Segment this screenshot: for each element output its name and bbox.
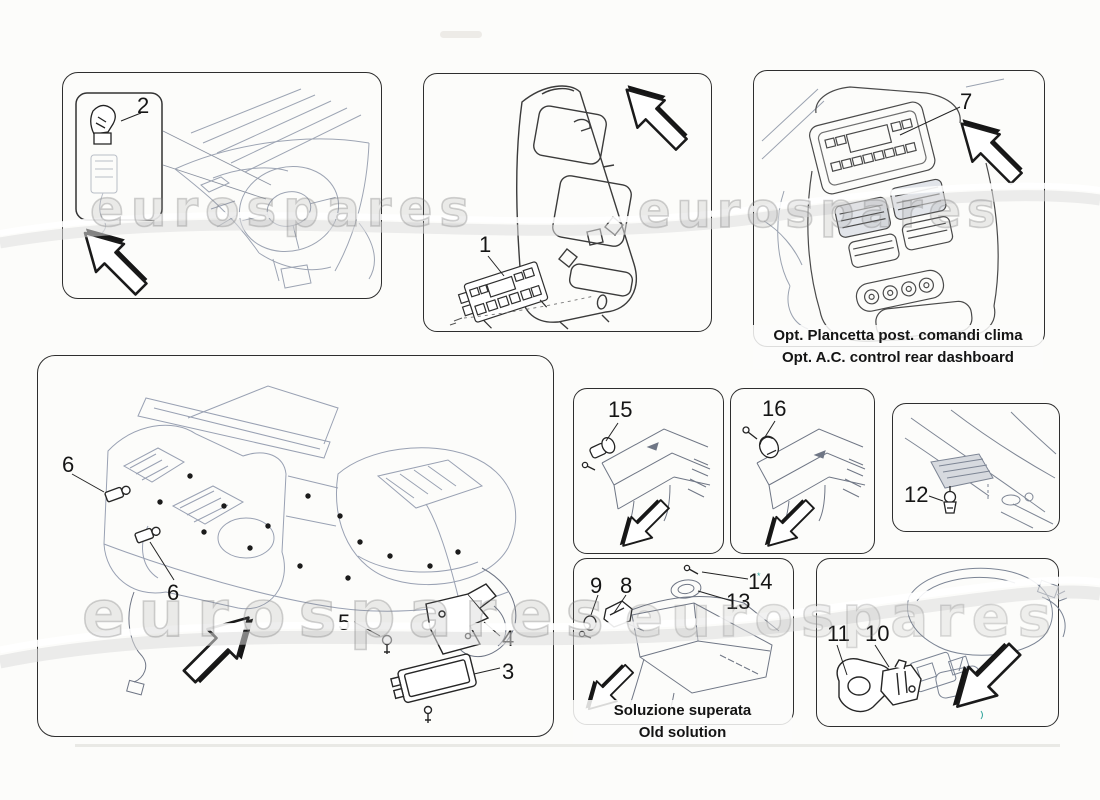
callout-6b: 6 (167, 580, 180, 605)
callout-6a: 6 (62, 452, 75, 477)
callout-14: 14 (748, 569, 773, 594)
dash-corner-sketch-15 (581, 422, 711, 540)
caption-english: Opt. A.C. control rear dashboard (753, 346, 1043, 369)
caption-english: Old solution (573, 721, 792, 744)
scan-streak (75, 744, 1060, 747)
rear-console-caption: Opt. Plancetta post. comandi clima Opt. … (753, 325, 1043, 369)
caption-italian: Soluzione superata (573, 700, 792, 722)
panel-center-console: 1 (423, 73, 712, 332)
callout-1: 1 (479, 232, 492, 257)
callout-15: 15 (608, 397, 633, 422)
panel-hvac-assembly: 6 6 5 4 3 (37, 355, 554, 737)
old-solution-caption: Soluzione superata Old solution (573, 700, 792, 744)
callout-8: 8 (620, 573, 633, 598)
callout-16: 16 (762, 396, 787, 421)
panel-sensor-15: 15 (573, 388, 724, 554)
callout-12: 12 (904, 482, 929, 507)
hood-cowl-sketch (904, 409, 1057, 529)
callout-7: 7 (960, 89, 973, 114)
dash-corner-sketch-16 (742, 420, 866, 540)
callout-10: 10 (865, 621, 890, 646)
caption-italian: Opt. Plancetta post. comandi clima (753, 325, 1043, 347)
rear-console-sketch (761, 78, 1005, 342)
callout-13: 13 (726, 589, 751, 614)
mirror-sketch: * (836, 567, 1068, 720)
callout-11: 11 (827, 621, 850, 646)
callout-2: 2 (137, 93, 150, 118)
scan-mark-teal: * (757, 571, 761, 581)
callout-4: 4 (502, 626, 515, 651)
hvac-assembly-sketch (71, 385, 517, 723)
panel-dashboard-sensor: 2 (62, 72, 382, 299)
scan-smudge (440, 31, 482, 38)
callout-3: 3 (502, 659, 515, 684)
panel-hood-sensor: 12 (892, 403, 1060, 532)
callout-5: 5 (338, 610, 351, 635)
callout-9: 9 (590, 573, 603, 598)
panel-rear-console: 7 (753, 70, 1045, 347)
panel-sensor-16: 16 (730, 388, 875, 554)
panel-mirror-sensor: * 11 10 (816, 558, 1068, 727)
